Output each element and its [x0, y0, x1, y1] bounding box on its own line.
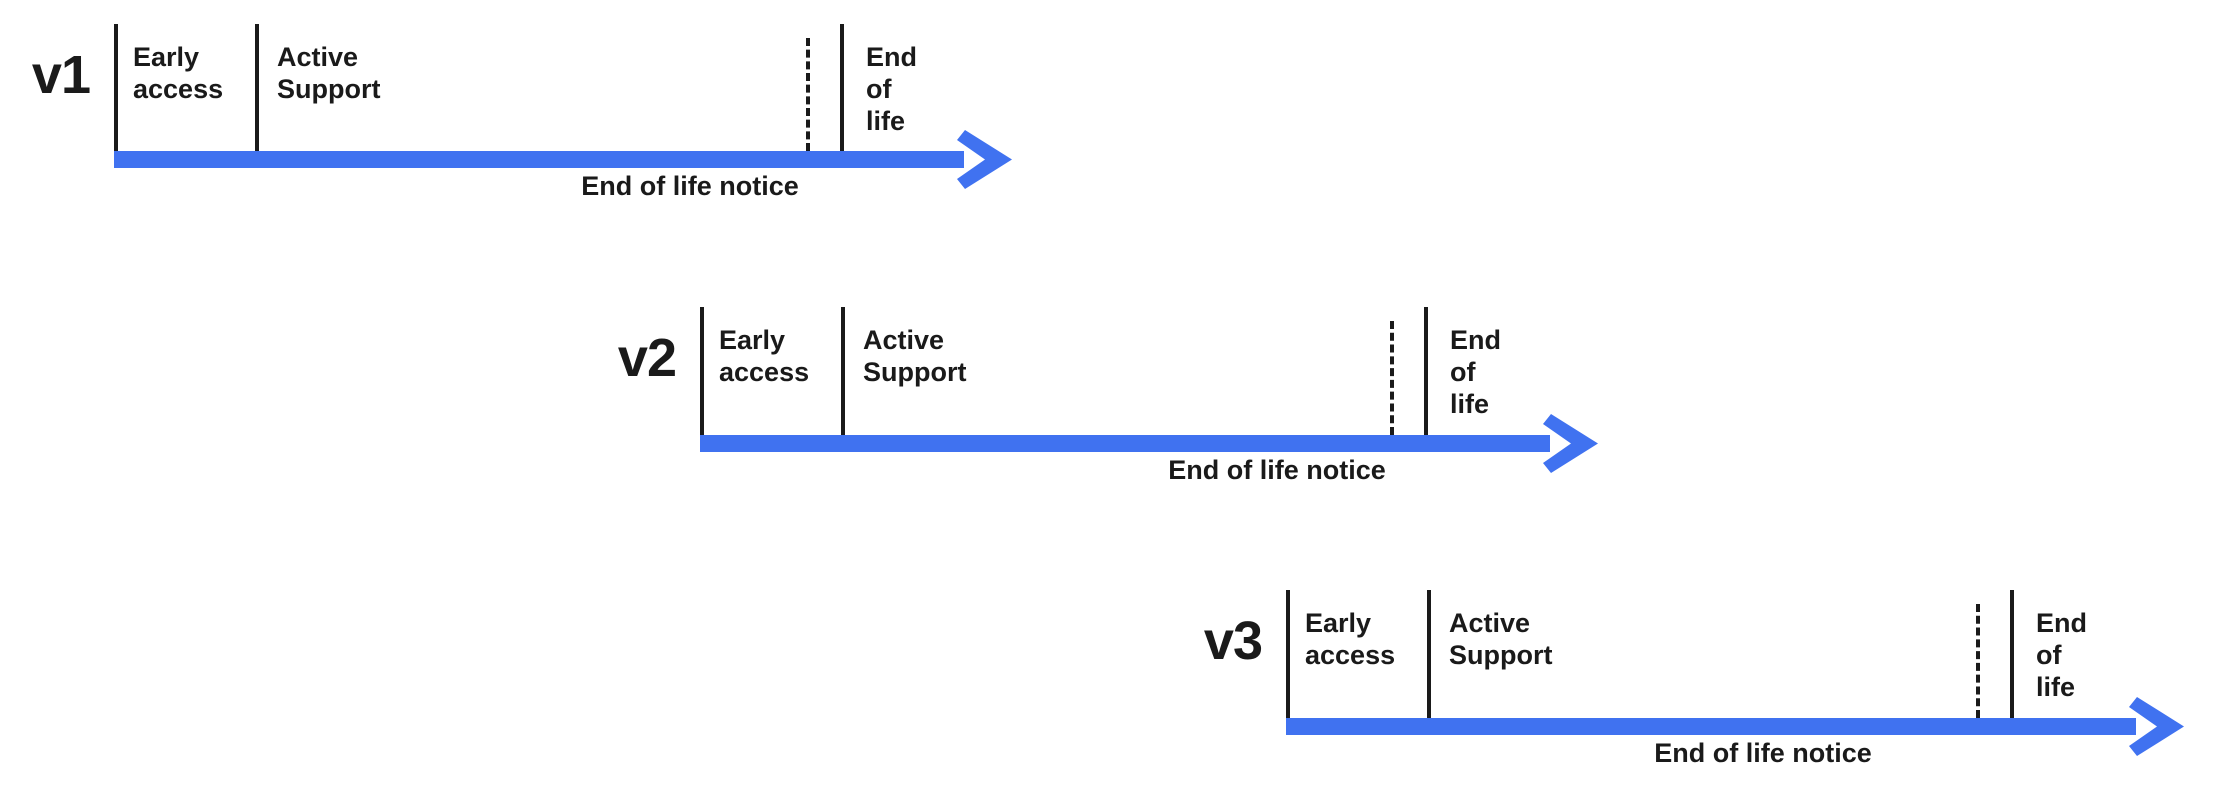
eol-notice-label-v3: End of life notice	[1654, 738, 1872, 768]
phase-divider-start-v3	[1286, 590, 1290, 718]
timeline-arrowhead-icon-v1	[957, 130, 1012, 189]
eol-notice-marker-v3	[1976, 604, 1980, 718]
phase-label-end-of-life-v2: End of life	[1450, 325, 1501, 419]
eol-notice-label-v2: End of life notice	[1168, 455, 1386, 485]
timeline-arrowhead-icon-v3	[2129, 697, 2184, 756]
phase-divider-active-support-v1	[255, 24, 259, 151]
phase-label-active-support-v1: Active Support	[277, 42, 381, 104]
phase-label-early-access-v1: Early access	[133, 42, 224, 104]
phase-divider-active-support-v2	[841, 307, 845, 435]
phase-label-end-of-life-v1: End of life	[866, 42, 917, 136]
timeline-bar-v1	[114, 151, 964, 168]
phase-label-active-support-v3: Active Support	[1449, 608, 1553, 670]
phase-divider-start-v1	[114, 24, 118, 151]
phase-label-end-of-life-v3: End of life	[2036, 608, 2087, 702]
phase-divider-end-of-life-v3	[2010, 590, 2014, 718]
eol-notice-marker-v2	[1390, 321, 1394, 435]
timeline-bar-v3	[1286, 718, 2136, 735]
version-label-v2: v2	[617, 328, 677, 388]
eol-notice-marker-v1	[806, 38, 810, 151]
phase-label-early-access-v3: Early access	[1305, 608, 1396, 670]
phase-divider-end-of-life-v1	[840, 24, 844, 151]
timeline-bar-v2	[700, 435, 1550, 452]
phase-divider-end-of-life-v2	[1424, 307, 1428, 435]
version-label-v1: v1	[31, 45, 91, 105]
version-label-v3: v3	[1203, 611, 1263, 671]
eol-notice-label-v1: End of life notice	[581, 171, 799, 201]
phase-divider-start-v2	[700, 307, 704, 435]
phase-label-active-support-v2: Active Support	[863, 325, 967, 387]
phase-divider-active-support-v3	[1427, 590, 1431, 718]
phase-label-early-access-v2: Early access	[719, 325, 810, 387]
timeline-arrowhead-icon-v2	[1543, 414, 1598, 473]
